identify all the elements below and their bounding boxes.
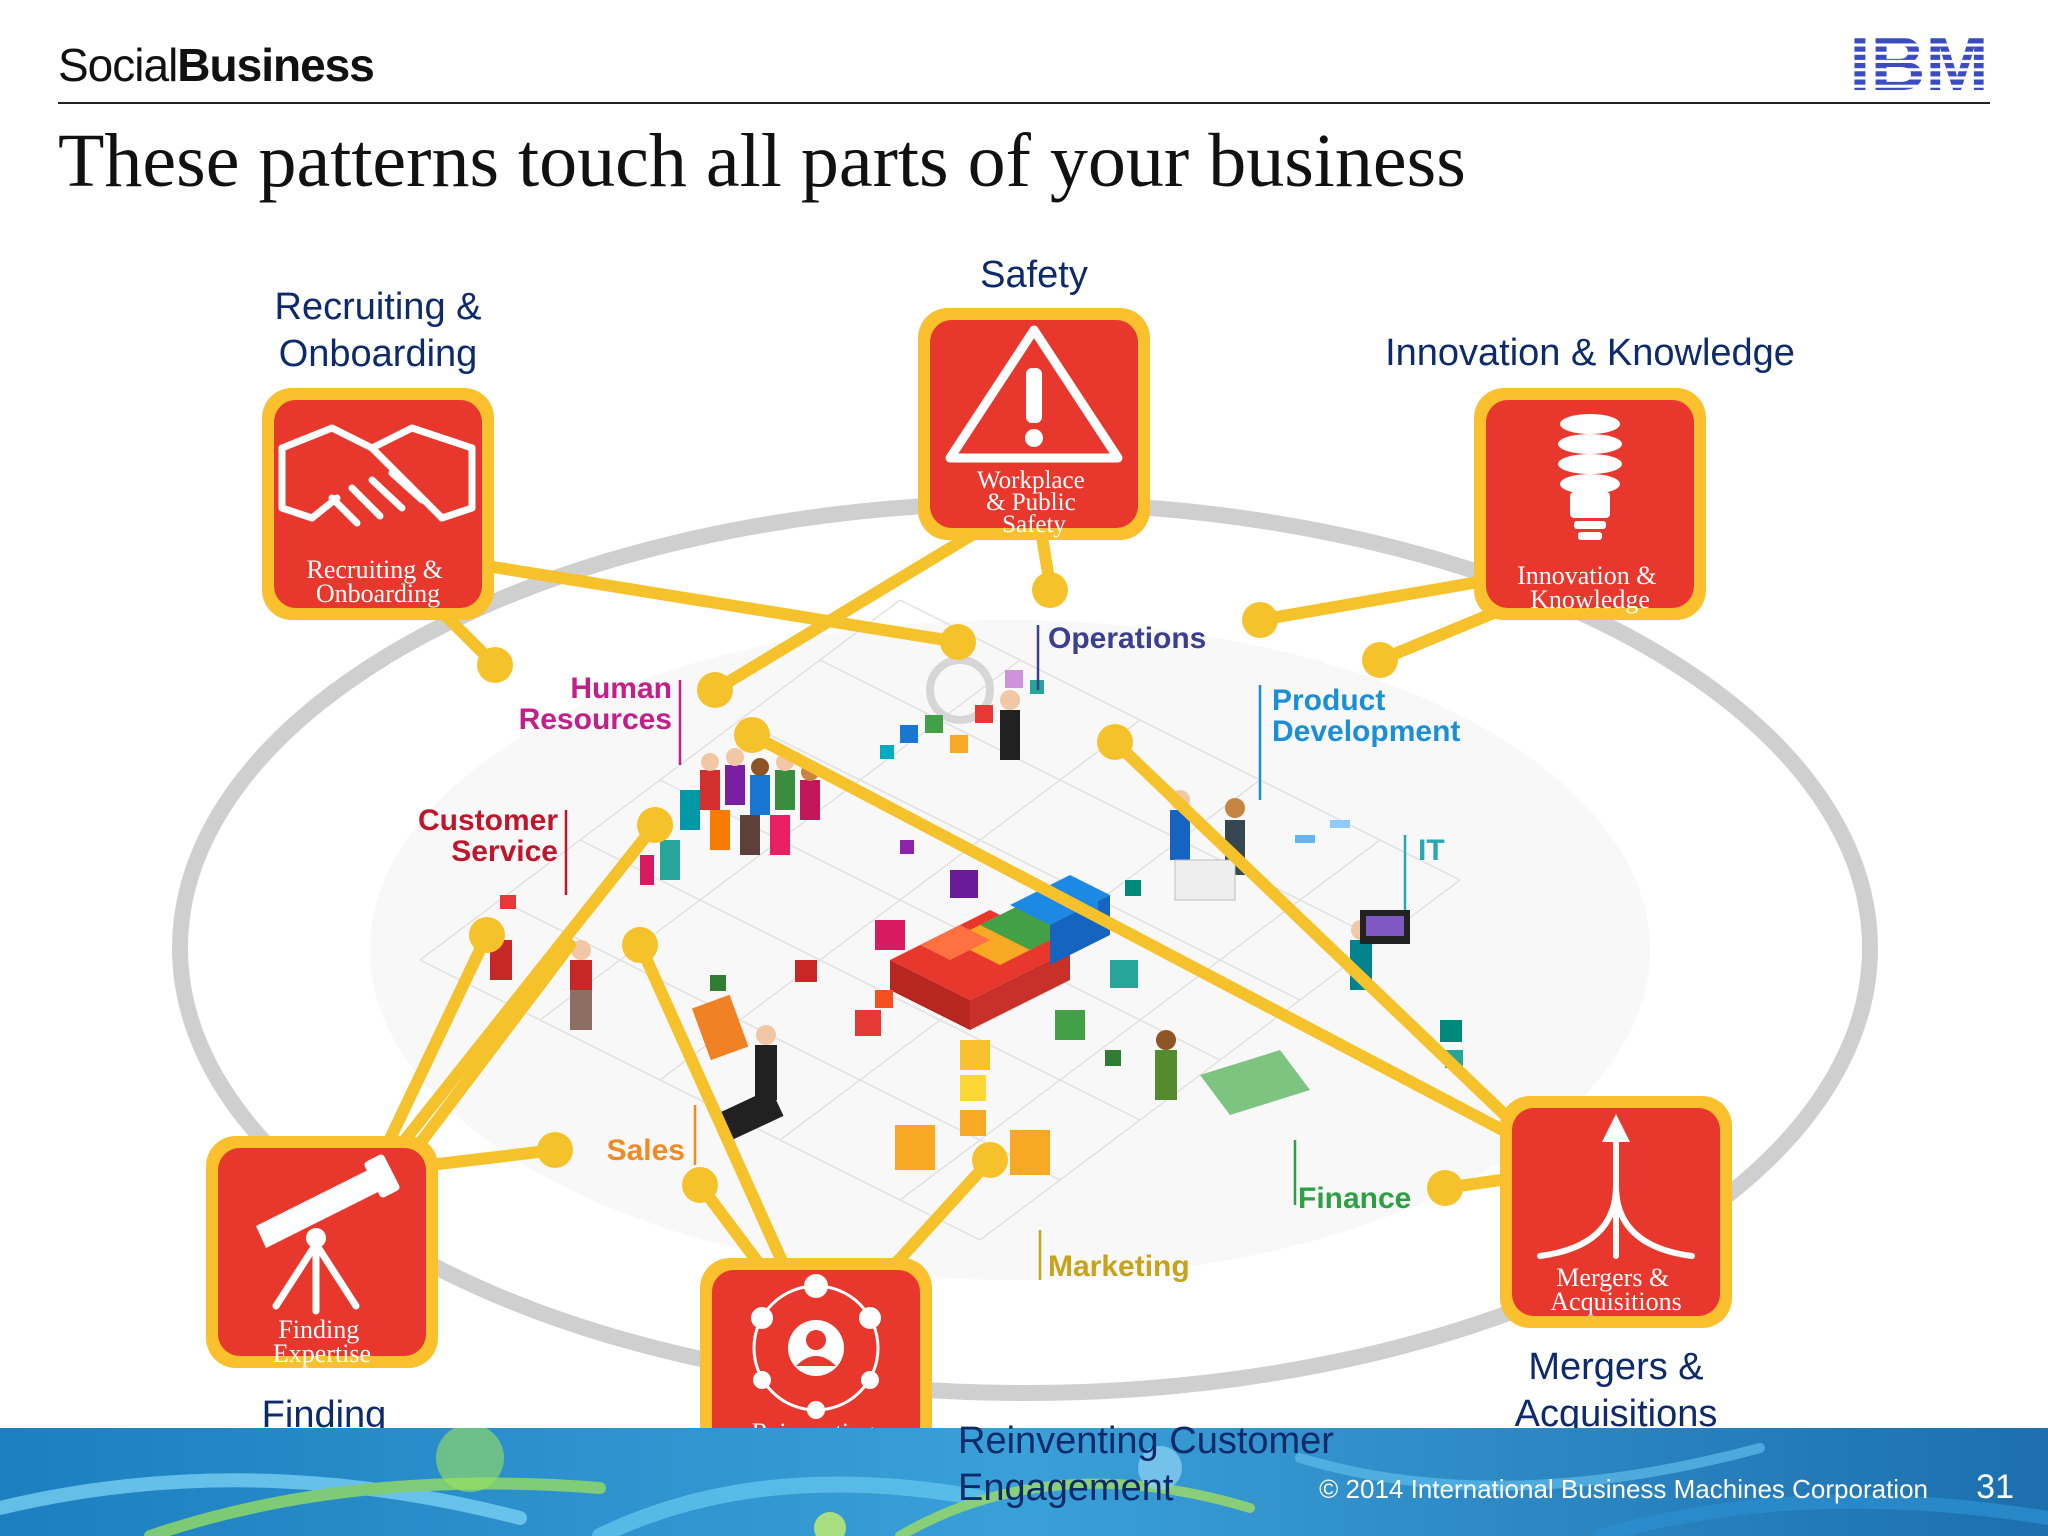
dept-it-label: IT xyxy=(1418,834,1445,867)
dept-marketing-label: Marketing xyxy=(1048,1250,1190,1283)
tile-mergers-text: Mergers & Acquisitions xyxy=(1550,1263,1681,1316)
telescope-icon xyxy=(256,1154,400,1315)
ibm-logo-text: IBM xyxy=(1849,30,1988,96)
pattern-label-reinventing-line2: Engagement xyxy=(958,1467,1174,1509)
tile-innovation-knowledge: Innovation & Knowledge xyxy=(1474,388,1706,620)
department-dividers xyxy=(564,625,1407,1280)
brand-light: Social xyxy=(58,39,178,91)
pattern-label-recruiting-line1: Recruiting & xyxy=(274,286,482,328)
tile-finding-expertise: Finding Expertise xyxy=(206,1136,438,1368)
dept-sales-label: Sales xyxy=(607,1134,685,1167)
connector-reinventing-customer-service xyxy=(634,939,791,1274)
connector-mergers-hr xyxy=(746,729,1518,1141)
tile-safety-text: Workplace & Public Safety xyxy=(977,467,1091,538)
connector-finding-customer-service xyxy=(374,929,493,1166)
slide-header: SocialBusiness IBM xyxy=(0,0,2048,110)
social-business-wordmark: SocialBusiness xyxy=(58,38,375,92)
connector-innovation-operations xyxy=(1254,574,1496,626)
tile-workplace-safety: Workplace & Public Safety xyxy=(918,308,1150,540)
tile-recruiting-text: Recruiting & Onboarding xyxy=(307,555,450,608)
pattern-label-reinventing-line1: Reinventing Customer xyxy=(958,1420,1334,1462)
pattern-label-safety: Safety xyxy=(980,254,1088,296)
handshake-icon xyxy=(278,424,476,527)
page-number: 31 xyxy=(1976,1468,2014,1506)
hr-crowd xyxy=(660,748,820,880)
dept-operations-label: Operations xyxy=(1048,622,1206,655)
connector-finding-hr xyxy=(387,819,661,1161)
ibm-logo: IBM xyxy=(1849,30,1988,96)
customer-network-icon xyxy=(751,1274,881,1419)
pattern-label-recruiting-line2: Onboarding xyxy=(278,333,478,375)
header-divider xyxy=(58,102,1990,104)
connector-reinventing-marketing xyxy=(882,1154,996,1278)
footer-banner xyxy=(0,1428,2048,1536)
connector-finding-sales xyxy=(424,1144,561,1171)
tile-mergers-acquisitions: Mergers & Acquisitions xyxy=(1500,1096,1732,1328)
connector-mergers-product xyxy=(1109,736,1511,1121)
footer-copyright: © 2014 International Business Machines C… xyxy=(1319,1474,1928,1504)
equipment xyxy=(500,656,1410,1175)
scattered-cubes xyxy=(710,820,1463,1136)
merging-arrows-icon xyxy=(1537,1114,1695,1259)
connector-endpoints xyxy=(469,572,1463,1206)
pattern-label-innovation: Innovation & Knowledge xyxy=(1385,332,1795,374)
slide-footer: © 2014 International Business Machines C… xyxy=(0,1428,2048,1536)
warning-triangle-icon xyxy=(945,325,1123,463)
dept-finance-label: Finance xyxy=(1298,1182,1411,1215)
tile-recruiting-onboarding: Recruiting & Onboarding xyxy=(262,388,494,620)
brand-bold: Business xyxy=(177,39,375,91)
slide-title: These patterns touch all parts of your b… xyxy=(58,119,1466,203)
pattern-label-recruiting: Recruiting & Onboarding xyxy=(258,284,498,378)
pattern-label-mergers: Mergers & Acquisitions xyxy=(1496,1344,1736,1438)
pattern-label-reinventing: Reinventing Customer Engagement xyxy=(958,1418,1334,1512)
connector-recruiting-operations xyxy=(456,556,964,648)
connector-safety-hr xyxy=(709,509,1011,696)
lightbulb-icon xyxy=(1558,414,1622,540)
connector-finding-customer-service-2 xyxy=(409,939,576,1156)
tile-finding-text: Finding Expertise xyxy=(273,1315,371,1368)
tile-innovation-text: Innovation & Knowledge xyxy=(1517,561,1663,614)
pattern-label-mergers-line1: Mergers & xyxy=(1528,1346,1704,1388)
